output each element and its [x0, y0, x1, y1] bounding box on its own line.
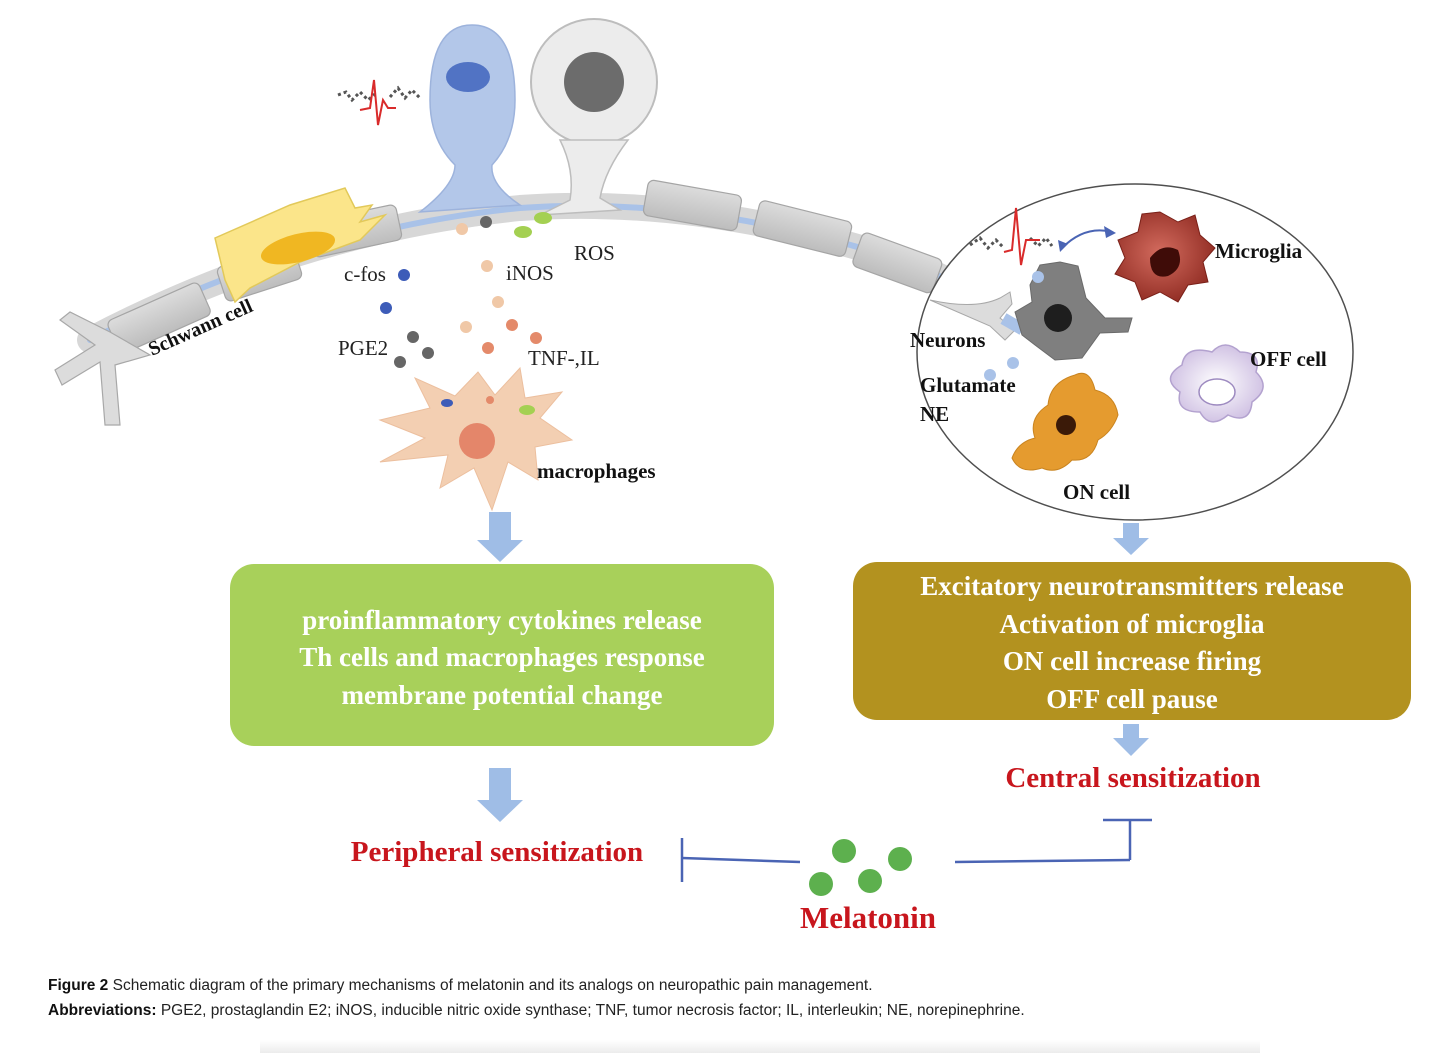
blue-neuron	[417, 24, 523, 213]
macrophages-label: macrophages	[537, 459, 656, 483]
abbreviations-heading: Abbreviations:	[48, 1002, 157, 1019]
flow-arrows	[477, 512, 1149, 822]
page-bottom-shadow	[260, 1040, 1260, 1053]
pain-signal-icon	[337, 79, 422, 126]
figure-caption: Figure 2 Schematic diagram of the primar…	[48, 973, 1428, 1023]
right-box-line-4: OFF cell pause	[1046, 684, 1217, 714]
central-mechanisms-box: Excitatory neurotransmitters release Act…	[853, 562, 1411, 720]
left-box-line-2: Th cells and macrophages response	[299, 642, 705, 672]
arrow-down-icon	[477, 768, 523, 822]
ros-label: ROS	[574, 241, 615, 265]
peripheral-mechanisms-box: proinflammatory cytokines release Th cel…	[230, 564, 774, 746]
macrophage	[378, 366, 574, 512]
tnf-il-label: TNF-,IL	[528, 346, 600, 370]
cfos-label: c-fos	[344, 262, 386, 286]
off-cell-label: OFF cell	[1250, 347, 1327, 371]
abbreviations-line: Abbreviations: PGE2, prostaglandin E2; i…	[48, 998, 1428, 1023]
right-box-line-1: Excitatory neurotransmitters release	[920, 571, 1343, 601]
abbreviations-text: PGE2, prostaglandin E2; iNOS, inducible …	[160, 1002, 1025, 1019]
left-box-line-3: membrane potential change	[342, 680, 663, 710]
schwann-cell	[214, 187, 388, 304]
pge2-label: PGE2	[338, 336, 388, 360]
figure-description: Schematic diagram of the primary mechani…	[112, 977, 873, 994]
figure-caption-line: Figure 2 Schematic diagram of the primar…	[48, 973, 1428, 998]
neuropathic-pain-diagram: Schwann cell c-fos iNOS ROS PGE2 TNF-,IL…	[54, 18, 1411, 935]
central-sensitization-label: Central sensitization	[1005, 762, 1260, 794]
melatonin-label: Melatonin	[800, 900, 936, 935]
ne-label: NE	[920, 402, 949, 426]
dendrite-ending	[54, 311, 152, 426]
arrow-down-icon	[1113, 523, 1149, 555]
arrow-down-icon	[1113, 724, 1149, 756]
left-box-line-1: proinflammatory cytokines release	[302, 605, 701, 635]
microglia-label: Microglia	[1215, 239, 1303, 263]
on-cell-label: ON cell	[1063, 480, 1130, 504]
gray-neuron	[530, 18, 658, 216]
right-box-line-3: ON cell increase firing	[1003, 646, 1262, 676]
arrow-down-icon	[477, 512, 523, 562]
central-nervous-region	[916, 183, 1354, 521]
neuron-gray-cell	[1014, 261, 1133, 361]
right-box-line-2: Activation of microglia	[1000, 609, 1265, 639]
inhibition-lines	[680, 818, 1152, 882]
neurons-label: Neurons	[910, 328, 985, 352]
inflammatory-molecules	[380, 212, 552, 368]
figure-number: Figure 2	[48, 977, 109, 994]
melatonin-molecules	[809, 839, 912, 896]
inos-label: iNOS	[506, 261, 554, 285]
peripheral-sensitization-label: Peripheral sensitization	[351, 836, 643, 868]
glutamate-label: Glutamate	[920, 373, 1016, 397]
nerve-fiber	[54, 179, 1023, 426]
